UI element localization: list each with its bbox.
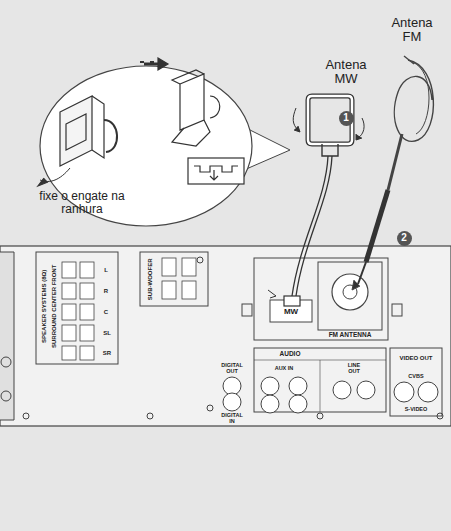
instruction-note: fixe o engate na ranhura [37, 190, 127, 216]
terminal-label: L [104, 267, 108, 274]
fm-wire-antenna [352, 56, 433, 290]
terminal-label: SL [103, 330, 111, 337]
fm-socket [332, 274, 368, 310]
antenna-label: Antena MW [320, 58, 372, 87]
callout-number: 1 [339, 111, 354, 126]
rear-panel [0, 246, 451, 426]
terminal-label: C [104, 309, 108, 316]
socket-label: MW [284, 308, 298, 317]
panel-label: SPEAKER SYSTEMS (8Ω) [41, 269, 48, 342]
callout-number: 2 [397, 231, 412, 246]
antenna-box [254, 258, 388, 340]
port-label: S-VIDEO [405, 406, 428, 412]
antenna-label: Antena FM [386, 16, 438, 45]
audio-jacks [223, 377, 438, 413]
callout-text: 1 [343, 113, 349, 123]
section-label: VIDEO OUT [398, 355, 434, 362]
port-label: DIGITAL IN [220, 412, 244, 424]
section-label: AUDIO [280, 350, 301, 357]
side-panel [0, 252, 14, 420]
terminal-label: SR [103, 350, 111, 357]
panel-label: SUB-WOOFER [147, 258, 154, 300]
subwoofer-terminals [162, 258, 196, 299]
port-label: CVBS [408, 373, 423, 379]
port-label: LINE OUT [342, 362, 366, 374]
panel-label: SURROUND CENTER FRONT [51, 264, 58, 347]
mw-loop-antenna [268, 96, 364, 306]
terminal-label: R [104, 288, 108, 295]
port-label: AUX IN [272, 365, 296, 371]
mw-antenna-detail [38, 58, 244, 186]
port-label: DIGITAL OUT [220, 362, 244, 374]
speaker-terminal-block [36, 252, 118, 364]
socket-label: FM ANTENNA [329, 331, 372, 338]
callout-text: 2 [401, 233, 407, 243]
speaker-terminals [62, 262, 94, 360]
fm-socket-frame [318, 262, 382, 330]
